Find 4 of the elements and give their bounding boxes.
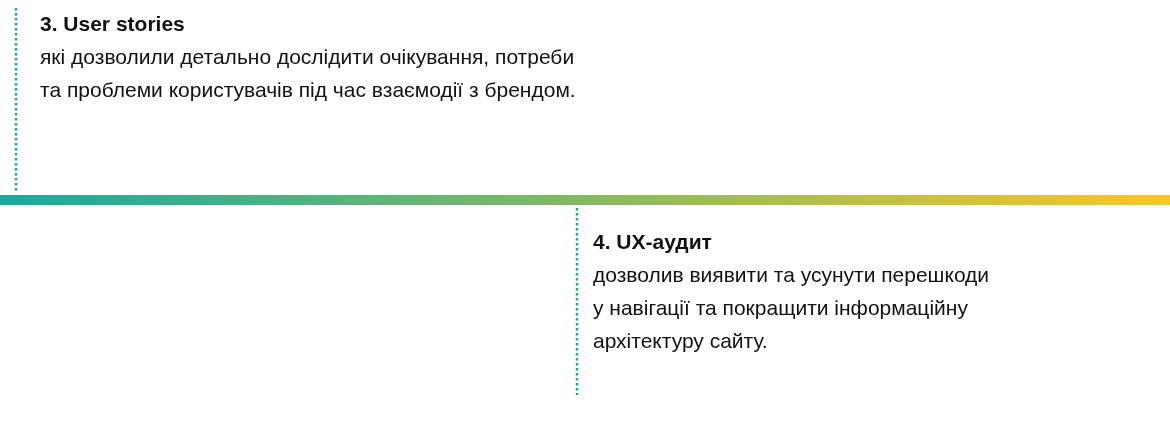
- step-heading: 3. User stories: [40, 11, 186, 37]
- step-description: дозволив виявити та усунути перешкоди у навігації та покращити інформаційну архітектуру сайту.: [593, 262, 991, 354]
- step-description: які дозволили детально дослідити очікування, потреби та проблеми користувачів під час взаємодії з брендом.: [40, 44, 577, 103]
- step-heading: 4. UX-аудит: [593, 229, 713, 255]
